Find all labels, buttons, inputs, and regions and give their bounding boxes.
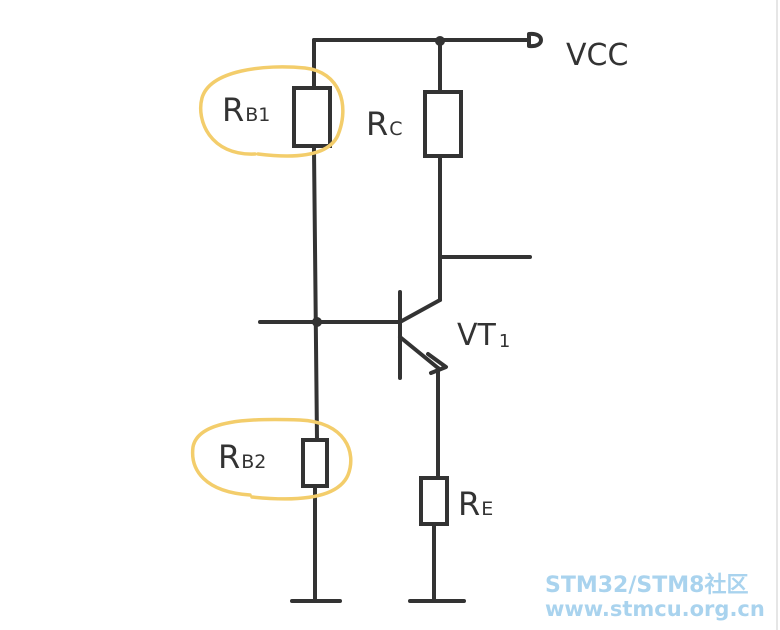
rb2-label-main: R: [218, 438, 240, 476]
base-junction-dot: [312, 317, 322, 327]
rb2-label: RB2: [218, 438, 266, 476]
rb1-resistor: [292, 86, 332, 148]
emitter-arrow-icon: [426, 352, 448, 375]
rb2-resistor: [301, 438, 329, 488]
re-label: RE: [458, 485, 493, 523]
base-divider-wire: [312, 148, 319, 442]
rb1-highlight: [199, 65, 345, 158]
transistor-emitter-leg: [398, 335, 440, 370]
watermark-line2: www.stmcu.org.cn: [545, 597, 765, 621]
vcc-label: VCC: [566, 38, 628, 73]
transistor-vt1: [398, 290, 448, 380]
vcc-rail-wire: [312, 38, 531, 152]
vt1-label-main: VT: [457, 318, 497, 353]
vcc-terminal-icon: [527, 31, 543, 49]
rb1-label-sub: B1: [245, 104, 270, 126]
vt1-label-sub: 1: [499, 331, 510, 352]
rc-resistor: [423, 90, 463, 158]
rb1-label-main: R: [222, 91, 244, 129]
transistor-collector-leg: [398, 298, 442, 324]
rb1-label: RB1: [222, 91, 270, 129]
rb2-label-sub: B2: [241, 451, 266, 473]
rc-label: RC: [366, 105, 403, 143]
vcc-junction-dot: [435, 36, 445, 46]
re-resistor: [419, 476, 449, 526]
rc-label-sub: C: [389, 118, 402, 140]
watermark-line1: STM32/STM8社区: [545, 572, 748, 598]
re-label-sub: E: [481, 498, 493, 520]
rb2-highlight: [190, 417, 353, 501]
rc-label-main: R: [366, 105, 388, 143]
re-label-main: R: [458, 485, 480, 523]
